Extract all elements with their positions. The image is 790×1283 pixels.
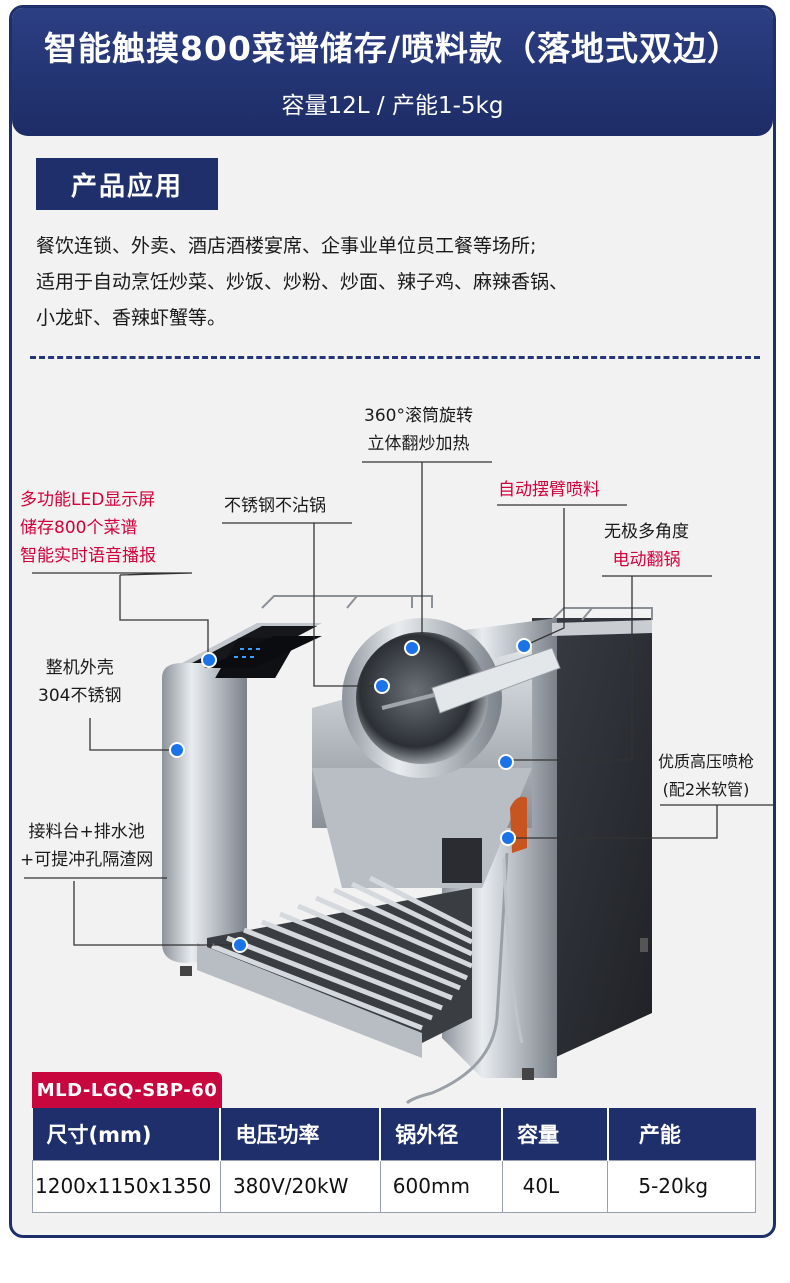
spec-table: 尺寸(mm) 电压功率 锅外径 容量 产能 1200x1150x1350 380… [32, 1108, 756, 1213]
spec-header-cell: 容量 [502, 1108, 609, 1160]
callout-nonstick-pot: 不锈钢不沾锅 [224, 496, 326, 516]
spec-value-cell: 40L [501, 1159, 609, 1213]
spec-value-cell: 600mm [379, 1159, 503, 1213]
callout-auto-spray: 自动摆臂喷料 [498, 480, 600, 500]
collection-tray [197, 875, 474, 1058]
page-frame: 智能触摸800菜谱储存/喷料款（落地式双边） 容量12L / 产能1-5kg 产… [9, 5, 776, 1238]
spec-value-cell: 380V/20kW [219, 1159, 381, 1213]
spec-value-row: 1200x1150x1350 380V/20kW 600mm 40L 5-20k… [32, 1159, 756, 1213]
callout-tray: 接料台+排水池 +可提冲孔隔渣网 [20, 822, 154, 870]
spray-gun [405, 796, 527, 1105]
description-line: 小龙虾、香辣虾蟹等。 [36, 307, 227, 329]
hotspot-dots [169, 638, 532, 953]
header-banner: 智能触摸800菜谱储存/喷料款（落地式双边） 容量12L / 产能1-5kg [12, 8, 773, 136]
application-description: 餐饮连锁、外卖、酒店酒楼宴席、企事业单位员工餐等场所; 适用于自动烹饪炒菜、炒饭… [36, 228, 756, 336]
led-panel [204, 636, 322, 668]
leader-lines [24, 461, 773, 946]
dashed-divider [30, 356, 760, 359]
spec-value-cell: 1200x1150x1350 [32, 1159, 221, 1213]
left-cabinet [162, 623, 322, 963]
top-railings [261, 595, 653, 621]
description-line: 适用于自动烹饪炒菜、炒饭、炒粉、炒面、辣子鸡、麻辣香锅、 [36, 271, 569, 293]
spec-value-cell: 5-20kg [607, 1159, 756, 1213]
wok-pot [342, 618, 561, 778]
page-subtitle: 容量12L / 产能1-5kg [281, 93, 504, 119]
spec-header-cell: 电压功率 [220, 1108, 382, 1160]
cooking-machine-illustration [24, 461, 773, 1105]
section-tag-application: 产品应用 [32, 158, 218, 216]
spec-header-cell: 锅外径 [380, 1108, 504, 1160]
spec-header-cell: 尺寸(mm) [32, 1108, 222, 1160]
model-number-badge: MLD-LGQ-SBP-60 [32, 1072, 222, 1108]
spec-header-cell: 产能 [607, 1108, 756, 1160]
description-line: 餐饮连锁、外卖、酒店酒楼宴席、企事业单位员工餐等场所; [36, 235, 537, 257]
callout-shell: 整机外壳 304不锈钢 [38, 658, 122, 706]
spec-header-row: 尺寸(mm) 电压功率 锅外径 容量 产能 [32, 1108, 756, 1160]
callout-led-display: 多功能LED显示屏 储存800个菜谱 智能实时语音播报 [20, 490, 156, 566]
callout-spray-gun: 优质高压喷枪 (配2米软管) [658, 752, 755, 799]
page-title: 智能触摸800菜谱储存/喷料款（落地式双边） [44, 29, 741, 68]
callout-flip: 无极多角度 电动翻锅 [604, 522, 689, 570]
callout-drum-rotation: 360°滚筒旋转 立体翻炒加热 [364, 406, 473, 454]
